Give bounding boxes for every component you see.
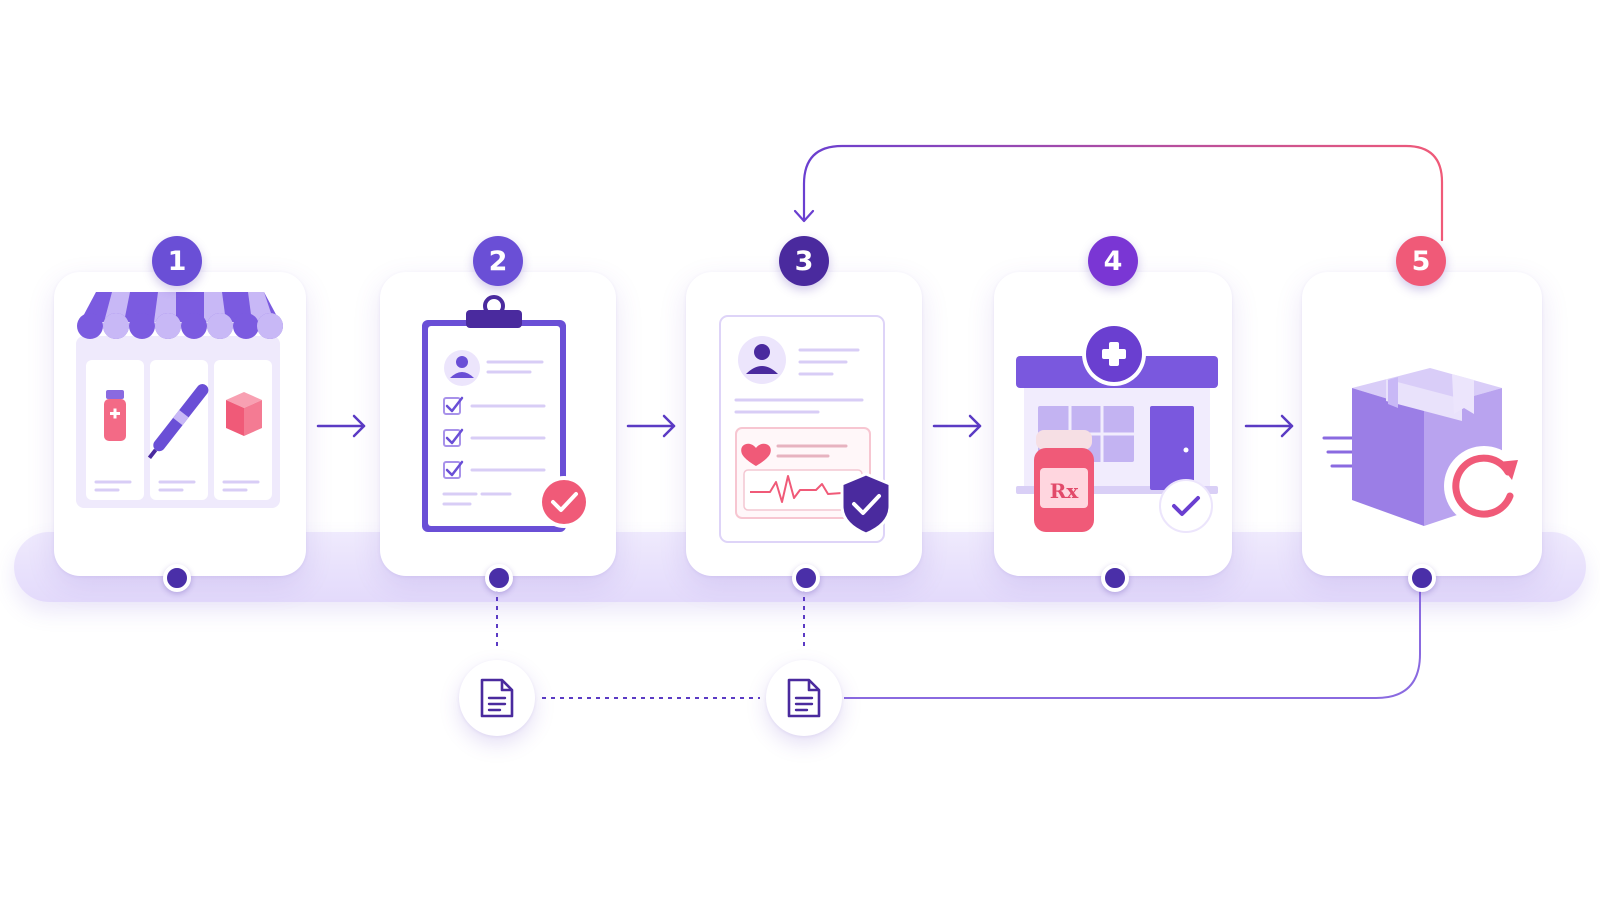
- package-refill-icon: [1322, 368, 1524, 526]
- document-node-2: [766, 660, 842, 736]
- clipboard-checklist-icon: [422, 295, 590, 532]
- step-badge-1: 1: [152, 236, 202, 286]
- step-arrow-2-3: [626, 414, 676, 438]
- step-badge-4: 4: [1088, 236, 1138, 286]
- step-arrow-4-5: [1244, 414, 1294, 438]
- step-card-3: [686, 272, 922, 576]
- step-badge-3: 3: [779, 236, 829, 286]
- timeline-node-3: [792, 564, 820, 592]
- step-badge-2: 2: [473, 236, 523, 286]
- health-record-shield-icon: [719, 315, 892, 543]
- pharmacy-prescription-icon: Rx: [1016, 322, 1218, 533]
- step-card-5: [1302, 272, 1542, 576]
- step-arrow-1-2: [316, 414, 366, 438]
- step-badge-5: 5: [1396, 236, 1446, 286]
- step-card-4: Rx: [994, 272, 1232, 576]
- step-card-2: [380, 272, 616, 576]
- rx-label: Rx: [1050, 479, 1080, 503]
- timeline-node-1: [163, 564, 191, 592]
- refill-loop-arrow: [793, 144, 1444, 242]
- document-icon: [480, 678, 514, 718]
- step-arrow-3-4: [932, 414, 982, 438]
- timeline-node-2: [485, 564, 513, 592]
- timeline-node-5: [1408, 564, 1436, 592]
- doc-to-step5-line: [844, 588, 1421, 699]
- timeline-node-4: [1101, 564, 1129, 592]
- document-icon: [787, 678, 821, 718]
- step-card-1: [54, 272, 306, 576]
- document-node-1: [459, 660, 535, 736]
- storefront-icon: [76, 292, 283, 508]
